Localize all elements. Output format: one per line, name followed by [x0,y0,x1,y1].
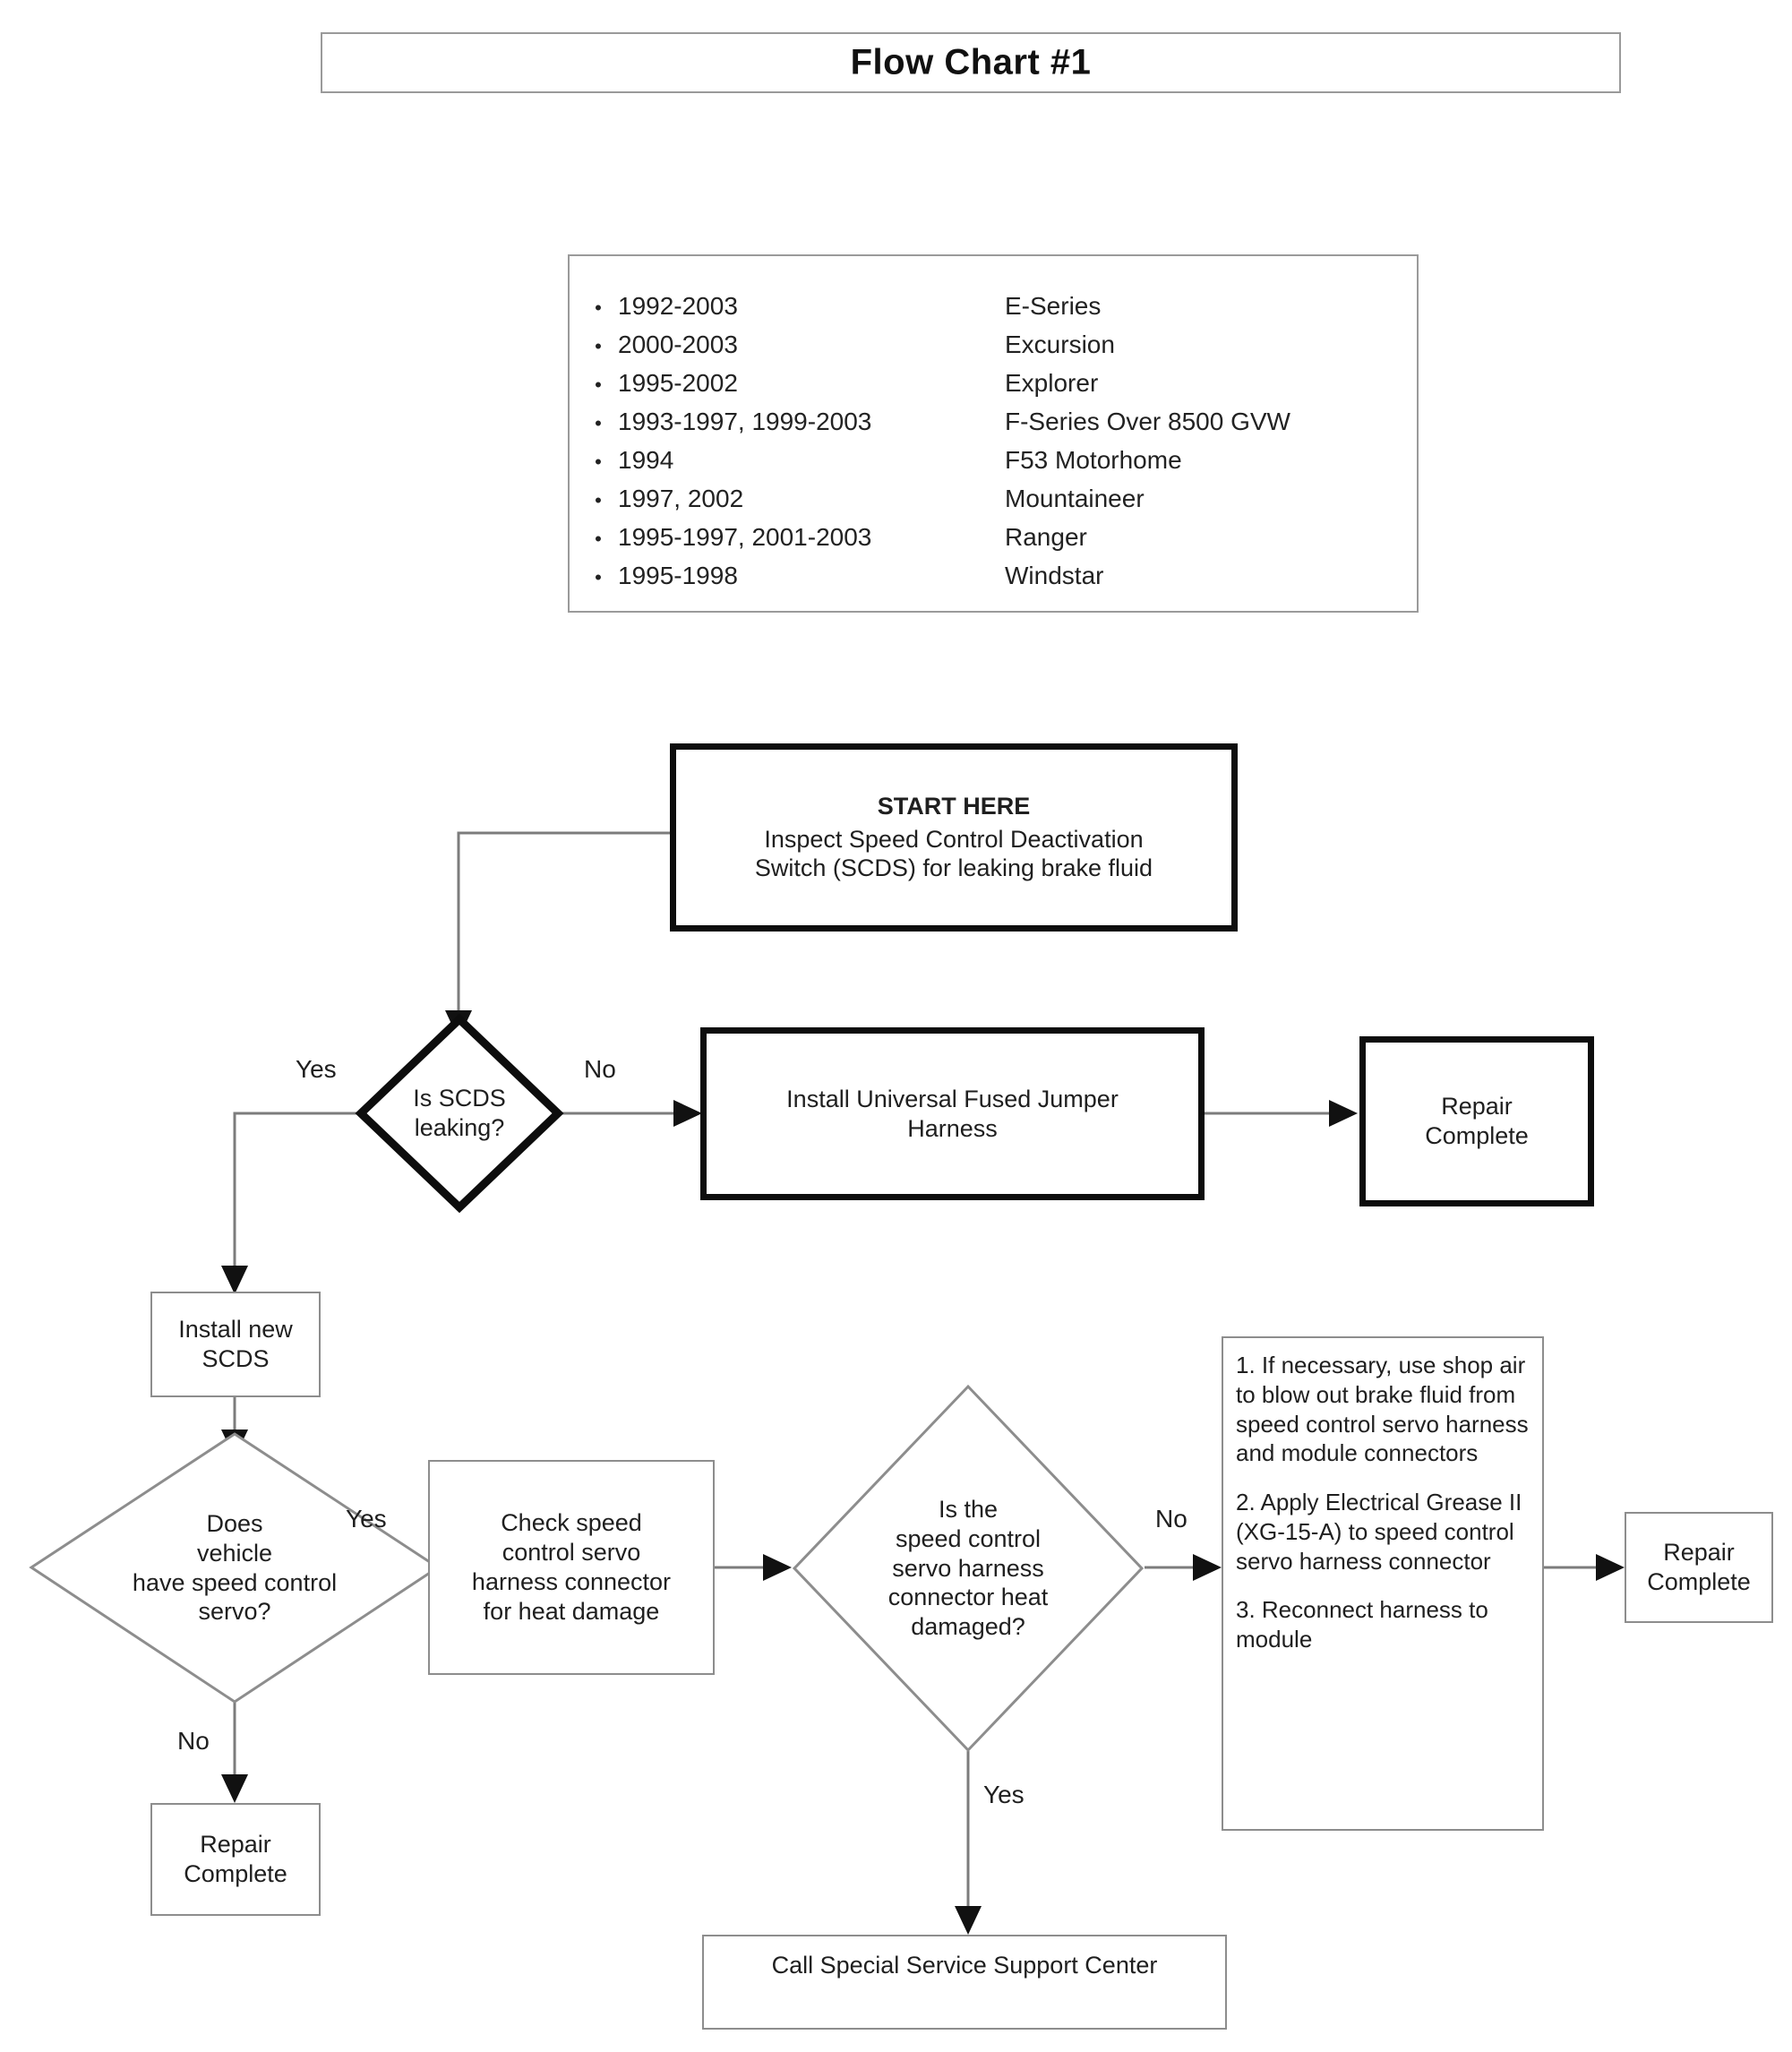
jumper-line-1: Install Universal Fused Jumper [786,1085,1119,1112]
list-item: • 1992-2003 E-Series [579,292,1408,331]
bullet-icon: • [595,451,602,473]
vehicle-model: Excursion [1005,331,1115,358]
vehicle-years: 1995-1998 [618,562,738,589]
install-scds-line-1: Install new [178,1316,293,1344]
vehicle-years: 1995-1997, 2001-2003 [618,523,872,551]
list-item: • 1995-1997, 2001-2003 Ranger [579,523,1408,562]
list-item: • 1995-1998 Windstar [579,562,1408,600]
list-item: • 1995-2002 Explorer [579,369,1408,408]
diamond-shape [29,1432,441,1704]
vehicle-model: F-Series Over 8500 GVW [1005,408,1290,435]
decision-connector-heat-damaged: Is the speed control servo harness conne… [792,1384,1145,1753]
start-here-box: START HERE Inspect Speed Control Deactiv… [670,743,1238,932]
check-line-3: harness connector [471,1568,672,1595]
title-banner: Flow Chart #1 [321,32,1621,93]
instruction-step-1: 1. If necessary, use shop air to blow ou… [1236,1352,1529,1467]
instruction-spacer-1 [1236,1468,1530,1488]
vehicle-list: • 1992-2003 E-Series • 2000-2003 Excursi… [579,292,1408,600]
bullet-icon: • [595,566,602,588]
instruction-spacer-2 [1236,1575,1530,1595]
call-support-text: Call Special Service Support Center [771,1952,1158,1979]
vehicle-model: Windstar [1005,562,1104,589]
vehicle-applicability-box: • 1992-2003 E-Series • 2000-2003 Excursi… [568,254,1419,613]
vehicle-model: Explorer [1005,369,1099,397]
instructions-box: 1. If necessary, use shop air to blow ou… [1222,1336,1544,1831]
vehicle-years: 1993-1997, 1999-2003 [618,408,872,435]
vehicle-model: E-Series [1005,292,1102,320]
vehicle-years: 1992-2003 [618,292,738,320]
install-new-scds-box: Install new SCDS [150,1292,321,1397]
jumper-line-2: Harness [907,1114,998,1142]
bullet-icon: • [595,528,602,550]
bullet-icon: • [595,373,602,396]
decision-is-scds-leaking: Is SCDS leaking? [355,1013,564,1214]
instruction-step-3: 3. Reconnect harness to module [1236,1596,1488,1653]
check-line-4: for heat damage [483,1597,660,1625]
edge-label-servo-yes: Yes [346,1505,387,1533]
arrowhead-icon [673,1100,702,1127]
instruction-step-2: 2. Apply Electrical Grease II (XG-15-A) … [1236,1489,1522,1575]
install-jumper-harness-box: Install Universal Fused Jumper Harness [700,1027,1205,1200]
start-heading: START HERE [877,792,1031,820]
bullet-icon: • [595,489,602,511]
complete-top-line-1: Repair [1441,1093,1513,1120]
arrowhead-icon [1329,1100,1358,1127]
vehicle-years: 1997, 2002 [618,485,744,512]
arrowhead-icon [955,1906,982,1935]
check-line-1: Check speed [501,1509,642,1537]
list-item: • 1994 F53 Motorhome [579,446,1408,485]
call-support-center-box: Call Special Service Support Center [702,1935,1227,2030]
list-item: • 2000-2003 Excursion [579,331,1408,369]
arrowhead-icon [1596,1554,1625,1581]
edge-label-heat-no: No [1155,1505,1188,1533]
complete-right-line-2: Complete [1647,1568,1751,1595]
repair-complete-bottom-box: Repair Complete [150,1803,321,1916]
edge-label-scds-no: No [584,1055,616,1083]
edge-label-servo-no: No [177,1727,210,1755]
connector-leaking-yes [233,1112,356,1272]
repair-complete-top-box: Repair Complete [1359,1036,1594,1206]
bullet-icon: • [595,335,602,357]
vehicle-model: Mountaineer [1005,485,1145,512]
edge-label-heat-yes: Yes [983,1781,1025,1808]
arrowhead-icon [221,1266,248,1294]
vehicle-model: F53 Motorhome [1005,446,1182,474]
start-line-2: Switch (SCDS) for leaking brake fluid [754,854,1153,882]
connector-start-to-leaking [457,831,672,1017]
arrowhead-icon [763,1554,792,1581]
list-item: • 1997, 2002 Mountaineer [579,485,1408,523]
diamond-shape [792,1384,1145,1753]
diamond-shape [355,1013,564,1214]
bullet-icon: • [595,412,602,434]
vehicle-years: 1995-2002 [618,369,738,397]
check-line-2: control servo [502,1539,641,1567]
repair-complete-right-box: Repair Complete [1625,1512,1773,1623]
complete-top-line-2: Complete [1425,1122,1529,1149]
bullet-icon: • [595,296,602,319]
list-item: • 1993-1997, 1999-2003 F-Series Over 850… [579,408,1408,446]
complete-bottom-line-1: Repair [200,1831,271,1859]
edge-label-scds-yes: Yes [296,1055,337,1083]
decision-has-speed-control-servo: Does vehicle have speed control servo? [29,1431,441,1704]
start-line-1: Inspect Speed Control Deactivation [764,825,1144,853]
check-harness-box: Check speed control servo harness connec… [428,1460,715,1675]
complete-bottom-line-2: Complete [184,1860,287,1887]
vehicle-model: Ranger [1005,523,1087,551]
page-title: Flow Chart #1 [850,42,1092,82]
arrowhead-icon [221,1774,248,1803]
complete-right-line-1: Repair [1663,1539,1735,1567]
install-scds-line-2: SCDS [201,1345,270,1372]
arrowhead-icon [1193,1554,1222,1581]
vehicle-years: 2000-2003 [618,331,738,358]
vehicle-years: 1994 [618,446,674,474]
